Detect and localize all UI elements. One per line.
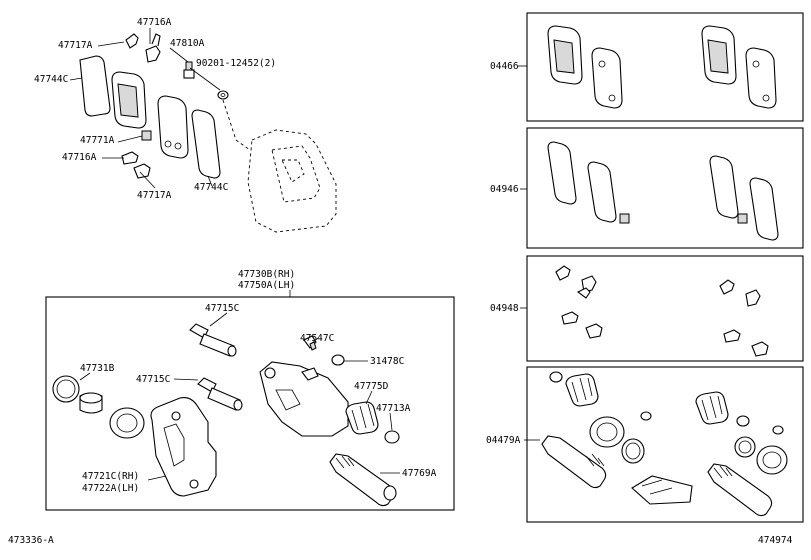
- label-kit-04948: 04948: [490, 303, 519, 314]
- caliper-mounting-bracket: [150, 397, 217, 497]
- label-47771A: 47771A: [80, 135, 115, 146]
- bleeder-cap: [331, 354, 345, 366]
- label-47716A-mid: 47716A: [62, 152, 97, 163]
- slide-pin-top: [189, 323, 237, 357]
- kit-04948-clips: [555, 265, 769, 357]
- anti-squeal-shim-left: [79, 55, 111, 117]
- pad-clips-bottom: [121, 151, 151, 179]
- label-47715C-top: 47715C: [205, 303, 239, 314]
- kit-box-04466: [526, 12, 804, 122]
- label-47744C-left: 47744C: [34, 74, 68, 85]
- label-kit-04479A: 04479A: [486, 435, 521, 446]
- label-47775D: 47775D: [354, 381, 389, 392]
- piston-seal-group: [52, 375, 145, 439]
- brake-pad-left: [111, 71, 147, 129]
- footer-right-code: 474974: [758, 535, 793, 546]
- slide-pin-mid: [197, 377, 243, 411]
- label-47730B: 47730B(RH): [238, 269, 295, 280]
- kit-box-04948: [526, 255, 804, 362]
- kit-04479A-seals-boots: [541, 371, 788, 517]
- label-47769A: 47769A: [402, 468, 437, 479]
- label-47547C: 47547C: [300, 333, 334, 344]
- leader-lines: [69, 28, 540, 481]
- kit-04466-pads: [547, 25, 777, 109]
- label-47722A: 47722A(LH): [82, 483, 139, 494]
- pad-clips-top: [125, 33, 161, 63]
- label-47716A-top: 47716A: [137, 17, 172, 28]
- label-47750A: 47750A(LH): [238, 280, 295, 291]
- bleeder-screw: [303, 335, 317, 351]
- label-47715C-mid: 47715C: [136, 374, 170, 385]
- pin-boot-47769A: [329, 453, 397, 507]
- label-47717A-bot: 47717A: [137, 190, 172, 201]
- label-47717A-top: 47717A: [58, 40, 93, 51]
- label-90201: 90201-12452(2): [196, 58, 276, 69]
- washer-90201: [217, 90, 229, 100]
- wear-indicator: [141, 130, 152, 141]
- bleeder-plug: [183, 61, 195, 79]
- kit-box-04946: [526, 127, 804, 249]
- label-47713A: 47713A: [376, 403, 411, 414]
- part-labels: 47716A 47717A 47810A 47744C 90201-12452(…: [8, 17, 793, 546]
- label-31478C: 31478C: [370, 356, 404, 367]
- kit-box-04479A: [526, 366, 804, 523]
- label-47810A: 47810A: [170, 38, 205, 49]
- label-kit-04466: 04466: [490, 61, 519, 72]
- anti-squeal-shim-right: [191, 109, 221, 179]
- cap-47713A: [384, 430, 400, 444]
- caliper-assembly-box: [45, 296, 455, 511]
- caliper-assembly-dashed: [247, 129, 337, 233]
- label-kit-04946: 04946: [490, 184, 519, 195]
- caliper-body: [259, 361, 349, 437]
- label-47731B: 47731B: [80, 363, 115, 374]
- kit-04946-shims: [547, 141, 779, 241]
- pin-boot-47775D: [345, 401, 379, 435]
- footer-left-code: 473336-A: [8, 535, 54, 546]
- brake-pad-right: [157, 95, 189, 159]
- label-47744C-right: 47744C: [194, 182, 228, 193]
- label-47721C: 47721C(RH): [82, 471, 139, 482]
